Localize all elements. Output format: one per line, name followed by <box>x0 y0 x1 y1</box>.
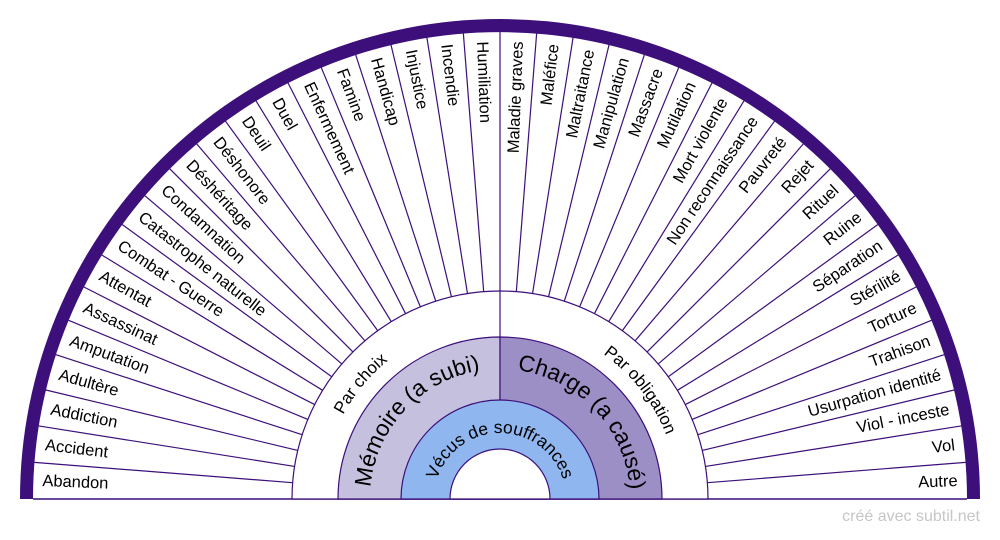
sector-divider <box>101 254 323 391</box>
sector-divider <box>169 168 354 353</box>
sector-divider <box>677 254 899 391</box>
sector-divider <box>515 33 538 292</box>
sector-divider <box>255 100 392 322</box>
sector-divider <box>355 54 437 302</box>
sector-divider <box>68 319 309 420</box>
sector-divider <box>34 461 293 484</box>
sector-divider <box>691 319 932 420</box>
sector-divider <box>608 100 745 322</box>
sector-label: Maladie graves <box>505 41 527 154</box>
sector-divider <box>593 82 713 314</box>
sector-label: Autre <box>918 472 958 492</box>
sector-divider <box>45 389 298 452</box>
center-hole <box>449 448 551 500</box>
sector-divider <box>667 224 879 378</box>
sector-divider <box>225 120 379 332</box>
sector-divider <box>579 67 680 308</box>
sector-divider <box>83 286 315 406</box>
sector-label: Vol <box>931 436 956 457</box>
sector-divider <box>144 195 343 365</box>
sector-layer <box>33 32 967 500</box>
sector-divider <box>685 286 917 406</box>
sector-divider <box>697 354 945 436</box>
sector-divider <box>426 37 469 294</box>
sector-divider <box>547 44 610 297</box>
sector-divider <box>320 67 421 308</box>
sector-divider <box>121 224 333 378</box>
sector-divider <box>531 37 574 294</box>
sector-label: Abandon <box>42 472 109 493</box>
credit-text: créé avec subtil.net <box>842 508 980 525</box>
sector-divider <box>287 82 407 314</box>
sector-divider <box>390 44 453 297</box>
sector-divider <box>38 425 295 468</box>
sector-divider <box>657 195 856 365</box>
sector-divider <box>707 461 966 484</box>
sector-divider <box>55 354 303 436</box>
sector-divider <box>634 143 804 342</box>
sector-divider <box>563 54 645 302</box>
ring-layer <box>291 290 709 500</box>
sector-divider <box>646 168 831 353</box>
sector-divider <box>705 425 962 468</box>
sector-divider <box>462 33 485 292</box>
sector-divider <box>196 143 366 342</box>
sector-divider <box>621 120 775 332</box>
sector-divider <box>702 389 955 452</box>
sector-label: Humiliation <box>473 41 494 123</box>
